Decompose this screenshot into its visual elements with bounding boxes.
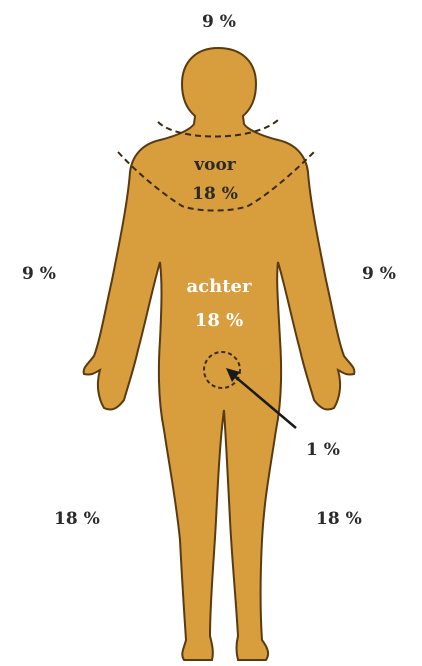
body-silhouette: [84, 48, 355, 660]
head-percentage: 9 %: [202, 14, 236, 31]
left-leg-percentage: 18 %: [54, 511, 100, 528]
back-label: achter: [187, 278, 252, 296]
left-arm-percentage: 9 %: [22, 266, 56, 283]
genital-percentage: 1 %: [306, 442, 340, 459]
front-percentage: 18 %: [192, 186, 238, 203]
front-label: voor: [194, 157, 236, 174]
back-percentage: 18 %: [195, 312, 243, 330]
right-leg-percentage: 18 %: [316, 511, 362, 528]
right-arm-percentage: 9 %: [362, 266, 396, 283]
